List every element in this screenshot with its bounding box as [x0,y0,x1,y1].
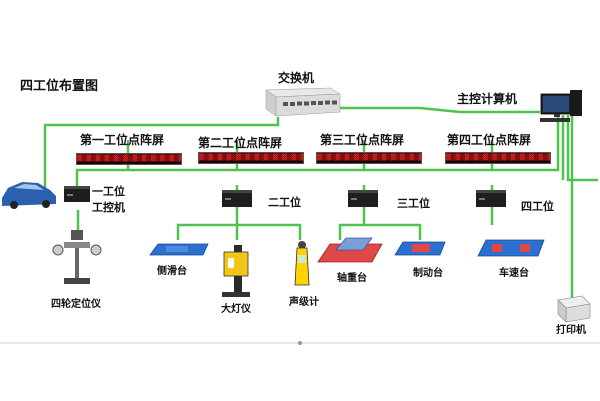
wheel-aligner-device [52,230,102,284]
station3-pc-device [348,190,378,207]
speed-label: 车速台 [499,268,529,279]
screen3-label: 第三工位点阵屏 [320,133,405,147]
screen1-led: ▓▒▓▒▓▒▓▒▓▒▓▒▓▒▓▒▓▒▓▒▓▒▓▒▓▒ [76,153,182,165]
connection-lines [43,106,598,300]
brake-tester-device [394,241,446,256]
station1-pc-label-line1: 一工位 [92,185,125,198]
brake-label: 制动台 [413,268,443,279]
headlight-tester-device [222,245,250,297]
printer-device [557,295,591,323]
bottom-dot [298,341,302,345]
axle-weight-device [317,237,383,263]
screen1-label: 第一工位点阵屏 [80,133,165,147]
diagram-title: 四工位布置图 [20,79,99,94]
screen4-label: 第四工位点阵屏 [447,133,532,147]
screen2-led: ▓▒▓▒▓▒▓▒▓▒▓▒▓▒▓▒▓▒▓▒▓▒▓▒▓▒ [198,152,304,164]
screen3-led: ▓▒▓▒▓▒▓▒▓▒▓▒▓▒▓▒▓▒▓▒▓▒▓▒▓▒ [316,152,422,164]
wheel-aligner-label: 四轮定位仪 [51,299,101,310]
printer-label: 打印机 [556,325,586,336]
side-slip-label: 侧滑台 [157,266,187,277]
station4-pc-device [476,190,506,207]
main-computer-label: 主控计算机 [457,92,518,106]
side-slip-device [149,243,209,256]
switch-label: 交换机 [278,71,315,85]
sound-meter-label: 声级计 [289,297,319,308]
screen4-led: ▓▒▓▒▓▒▓▒▓▒▓▒▓▒▓▒▓▒▓▒▓▒▓▒▓▒ [445,152,551,164]
speed-tester-device [477,239,545,257]
sound-level-meter-device [294,241,310,286]
main-computer-device [540,90,582,122]
axle-weight-label: 轴重台 [337,273,367,284]
switch-device [265,87,341,117]
screen2-label: 第二工位点阵屏 [198,136,283,150]
station1-pc-label-line2: 工控机 [92,201,125,214]
station2-pc-label: 二工位 [268,196,301,209]
station1-pc-device [64,186,90,202]
station4-pc-label: 四工位 [521,200,554,213]
headlight-label: 大灯仪 [221,304,251,315]
car-image [2,182,56,209]
station3-pc-label: 三工位 [397,197,430,210]
station2-pc-device [222,190,252,207]
